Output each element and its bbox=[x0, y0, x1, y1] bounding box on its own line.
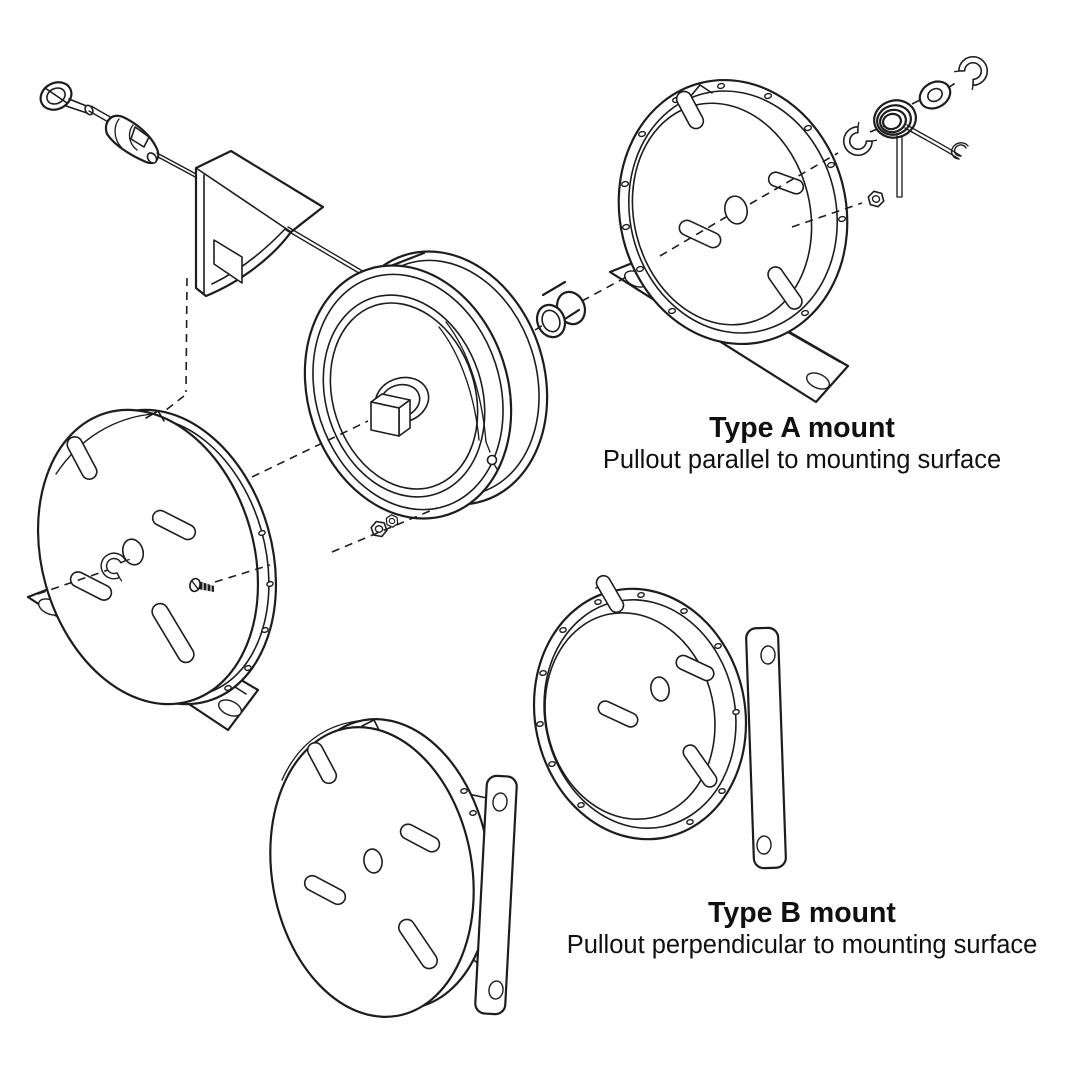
drive-hub bbox=[370, 376, 430, 437]
mount-hole bbox=[756, 835, 772, 855]
bushing bbox=[535, 280, 587, 339]
mount-hole bbox=[488, 980, 504, 1000]
cable-mid-segment bbox=[156, 152, 200, 180]
mount-hole bbox=[760, 645, 776, 665]
power-torsion-spring bbox=[873, 99, 969, 198]
vertical-mount-bar bbox=[745, 626, 787, 870]
plate-slots bbox=[675, 90, 805, 310]
type-a-title: Type A mount bbox=[709, 412, 895, 444]
cable-wrap-in-groove bbox=[438, 321, 498, 470]
caption-type-a: Type A mount Pullout parallel to mountin… bbox=[603, 412, 1001, 474]
center-arbor-hole bbox=[650, 676, 670, 702]
rim-seam bbox=[145, 409, 165, 422]
cable-eyelet-end bbox=[39, 81, 94, 116]
rivet-holes bbox=[536, 591, 740, 826]
cable-end-ball bbox=[486, 454, 498, 466]
square-shaft-face bbox=[370, 401, 400, 437]
center-arbor-hole bbox=[724, 195, 748, 225]
type-a-backing-plate bbox=[617, 78, 849, 346]
type-a-subtitle: Pullout parallel to mounting surface bbox=[603, 446, 1001, 474]
rivet-holes bbox=[224, 529, 274, 692]
e-clip bbox=[837, 120, 879, 162]
cable-anchor-fitting bbox=[104, 114, 160, 165]
rim-seam bbox=[361, 718, 380, 731]
e-clip bbox=[952, 50, 994, 92]
mount-hole bbox=[805, 372, 831, 390]
case-slots bbox=[303, 741, 441, 970]
caption-type-b: Type B mount Pullout perpendicular to mo… bbox=[567, 897, 1038, 959]
plate-slots bbox=[595, 574, 718, 788]
assembly-axis-lines bbox=[37, 80, 959, 595]
type-b-case bbox=[269, 718, 518, 1018]
mount-hole bbox=[217, 699, 243, 717]
case-cover bbox=[36, 408, 260, 706]
spring-leg-straight bbox=[896, 135, 903, 198]
screw bbox=[189, 577, 214, 593]
hex-nut-small bbox=[383, 512, 401, 530]
flat-washer bbox=[918, 80, 952, 110]
spring-leg-hooked bbox=[904, 124, 962, 160]
center-hole bbox=[121, 538, 145, 566]
cable-lower-segment bbox=[285, 226, 367, 277]
assembled-case-type-a bbox=[36, 408, 278, 706]
rim-seam bbox=[689, 83, 713, 98]
vertical-mount-bar bbox=[474, 774, 518, 1016]
reel-spool bbox=[303, 250, 549, 520]
type-b-backing-plate bbox=[532, 574, 787, 870]
pull-cable-assembly bbox=[39, 81, 200, 180]
center-hole bbox=[363, 848, 383, 874]
type-b-subtitle: Pullout perpendicular to mounting surfac… bbox=[567, 931, 1038, 959]
hex-nut bbox=[865, 189, 887, 209]
type-b-title: Type B mount bbox=[708, 897, 896, 929]
mount-hole bbox=[492, 792, 508, 812]
cable-guard bbox=[194, 149, 325, 298]
